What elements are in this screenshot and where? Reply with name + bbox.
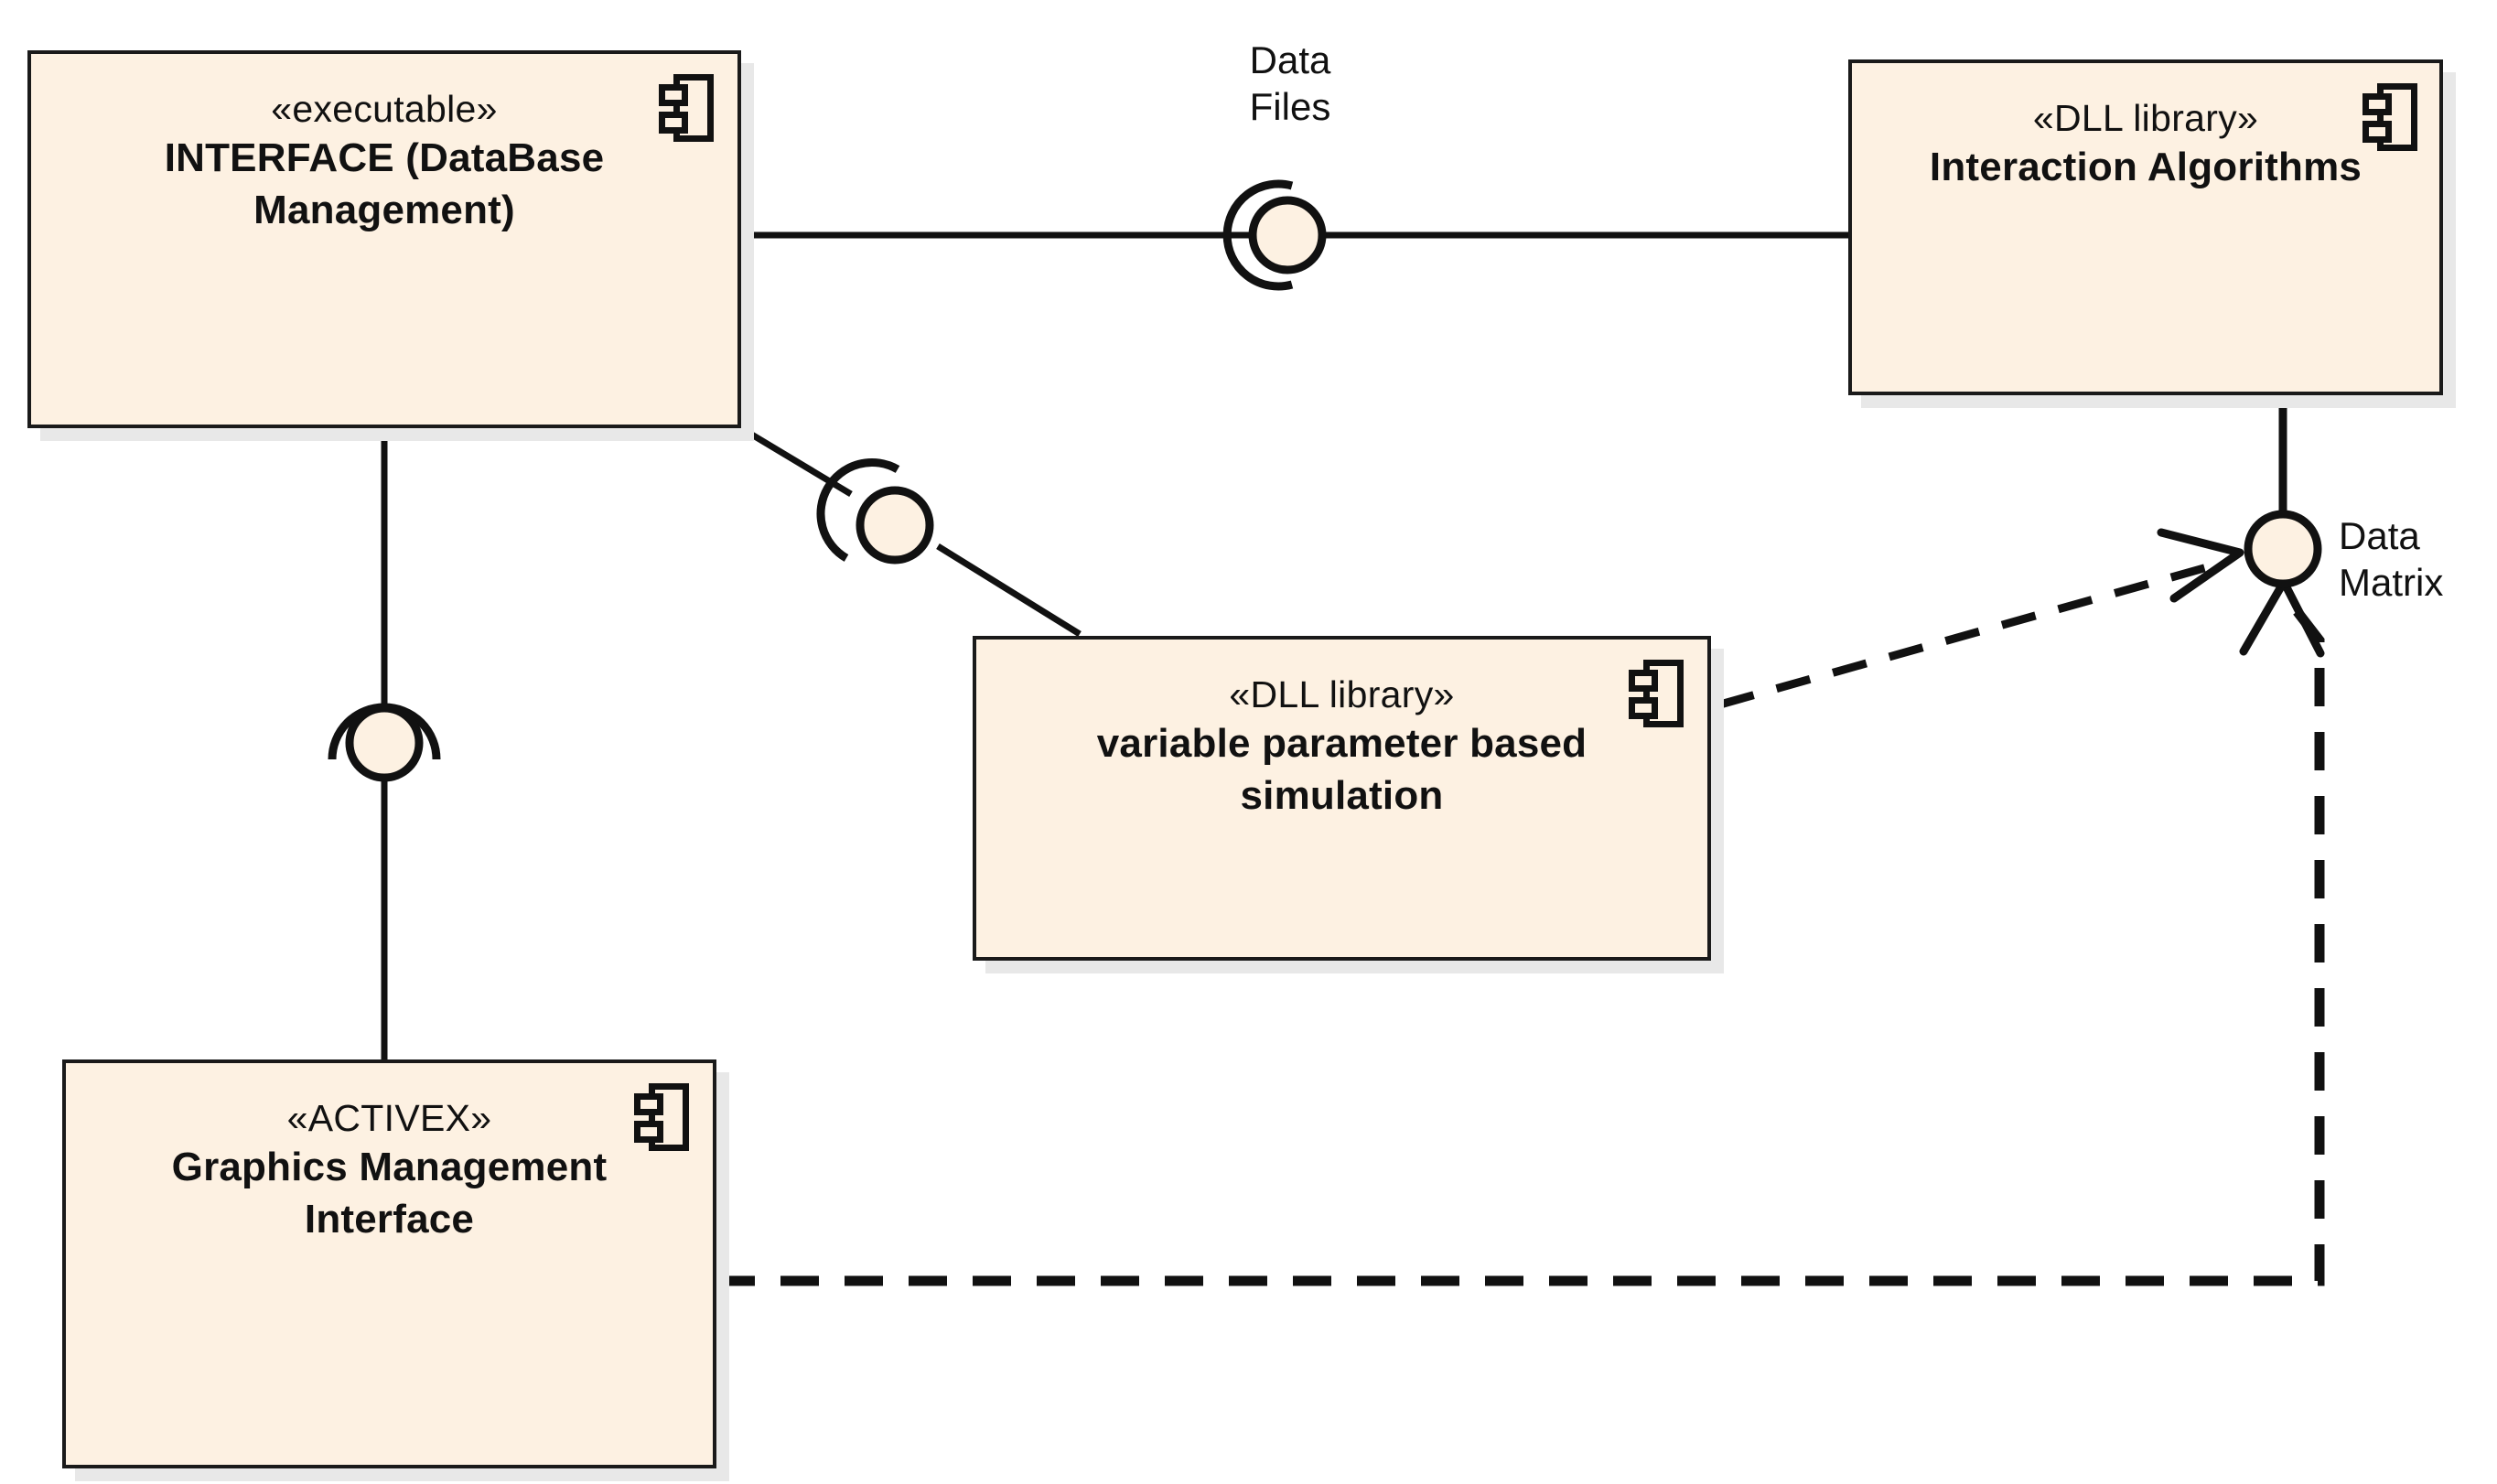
component-icon-tab-lower xyxy=(2362,121,2392,143)
interface-label-data-files: Data Files xyxy=(1180,37,1400,130)
arrowhead-simulation-to-data-matrix xyxy=(2157,528,2244,603)
uml-component-icon xyxy=(634,1083,689,1151)
component-icon-tab-upper xyxy=(1629,670,1658,692)
component-interface-database-management[interactable]: «executable» INTERFACE (DataBase Managem… xyxy=(27,50,741,428)
connector-simulation-lower-segment xyxy=(936,543,1082,637)
uml-component-icon xyxy=(2362,83,2417,151)
component-icon-tab-lower xyxy=(1629,697,1658,719)
uml-component-icon xyxy=(1629,660,1684,727)
socket-arc-simulation xyxy=(816,458,900,562)
ball-interface-simulation xyxy=(856,486,934,565)
ball-interface-data-matrix xyxy=(2244,510,2322,588)
component-icon-tab-upper xyxy=(659,84,688,106)
component-stereotype: «executable» xyxy=(271,88,498,130)
component-stereotype: «ACTIVEX» xyxy=(286,1097,492,1139)
socket-arc-data-files xyxy=(1222,179,1294,291)
component-name-line2: simulation xyxy=(1240,772,1444,818)
uml-component-icon xyxy=(659,74,714,142)
component-name: Interaction Algorithms xyxy=(1929,145,2362,190)
component-stereotype: «DLL library» xyxy=(2032,97,2259,139)
dependency-simulation-to-data-matrix xyxy=(1718,558,2225,709)
component-name-line1: variable parameter based xyxy=(1096,721,1588,767)
ball-interface-graphics xyxy=(345,704,424,782)
arrowhead-graphics-to-data-matrix xyxy=(2239,577,2325,658)
component-name-line1: Graphics Management xyxy=(171,1145,608,1190)
component-name-line2: Management) xyxy=(253,187,515,232)
component-graphics-management-interface[interactable]: «ACTIVEX» Graphics Management Interface xyxy=(62,1059,716,1468)
component-icon-tab-lower xyxy=(634,1121,663,1143)
component-variable-parameter-based-simulation[interactable]: «DLL library» variable parameter based s… xyxy=(973,636,1711,961)
interface-label-data-files-line1: Data xyxy=(1249,38,1331,81)
component-icon-tab-lower xyxy=(659,112,688,134)
component-name-line1: INTERFACE (DataBase xyxy=(164,135,605,181)
interface-label-data-files-line2: Files xyxy=(1249,85,1331,129)
component-icon-tab-upper xyxy=(634,1093,663,1115)
component-icon-tab-upper xyxy=(2362,93,2392,115)
interface-label-data-matrix-line1: Data xyxy=(2339,514,2420,557)
component-name-line2: Interface xyxy=(304,1196,475,1242)
component-interaction-algorithms[interactable]: «DLL library» Interaction Algorithms xyxy=(1848,59,2443,395)
ball-interface-data-files xyxy=(1248,196,1327,274)
interface-label-data-matrix-line2: Matrix xyxy=(2339,561,2444,605)
component-stereotype: «DLL library» xyxy=(1229,673,1455,715)
interface-label-data-matrix: Data Matrix xyxy=(2339,512,2497,606)
